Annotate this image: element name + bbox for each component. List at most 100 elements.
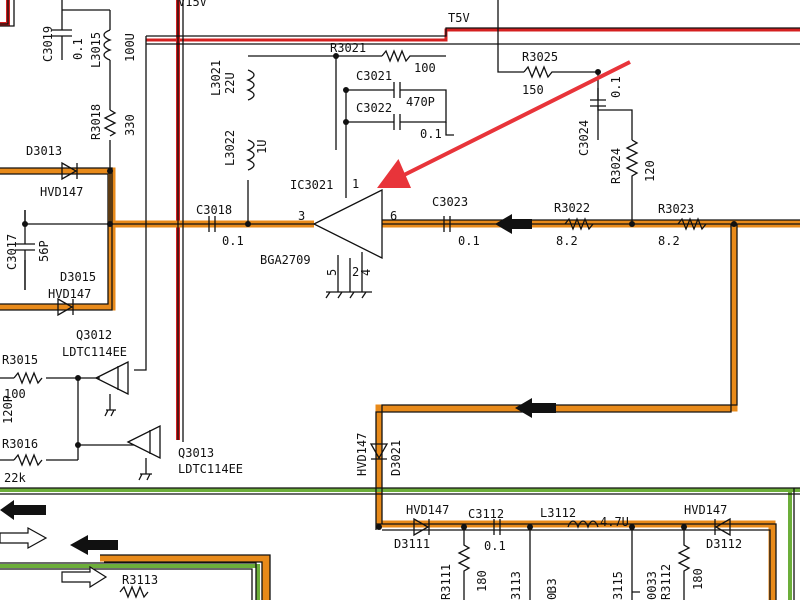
ic3021-pin-gnd2: 4 [359,269,373,276]
r3024-ref: R3024 [609,148,623,184]
signal-traces [0,167,800,600]
c3019-value: 0.1 [71,38,85,60]
labels: V15V T5V C3019 0.1 L3015 100U R3018 330 … [1,0,742,600]
c3024-value: 0.1 [609,76,623,98]
l3021-ref: L3021 [209,60,223,96]
c3113-ref: 3113 [509,571,523,600]
c3019-ref: C3019 [41,26,55,62]
r3018-value: 330 [123,114,137,136]
c3021-symbol [393,82,418,98]
l3112-value: 4.7U [600,515,629,529]
r3022-value: 8.2 [556,234,578,248]
callout-arrow [377,60,631,188]
ground-traces [0,488,800,600]
r3025-ref: R3025 [522,50,558,64]
c3021-ref: C3021 [356,69,392,83]
c3024-ref: C3024 [577,120,591,156]
ic3021-pin-out: 6 [390,209,397,223]
d3112-value: HVD147 [684,503,727,517]
d3111-ref: D3111 [394,537,430,551]
l3021-value: 22U [223,72,237,94]
left-top-power-trace [0,0,10,26]
r3024-value: 120 [643,160,657,182]
c3112-symbol [493,519,501,535]
r3113-symbol [119,585,149,599]
c3112-ref: C3112 [468,507,504,521]
q3012-value: LDTC114EE [62,345,127,359]
c3018-symbol [208,216,216,232]
signal-arrow-output [495,214,532,234]
d3112-ref: D3112 [706,537,742,551]
ic3021-pin-vcc2: 2 [352,265,359,279]
d3013-symbol [61,161,78,181]
r3021-ref: R3021 [330,41,366,55]
component-symbols [13,10,731,600]
c3018-ref: C3018 [196,203,232,217]
c3113-value: 033 [545,578,559,600]
feedback-trace [375,224,738,527]
ic3021-pin-in: 3 [298,209,305,223]
bottom-bus-trace [379,520,776,600]
d3111-value: HVD147 [406,503,449,517]
c3018-value: 0.1 [222,234,244,248]
d3013-ref: D3013 [26,144,62,158]
r3016-symbol [13,453,43,467]
bus-arrow-right-outline-1 [0,526,48,550]
l3022-symbol [246,139,255,171]
r3018-symbol [103,109,117,137]
r3113-ref: R3113 [122,573,158,587]
ic3021-symbol [312,188,383,260]
c3112-value: 0.1 [484,539,506,553]
l3015-symbol [103,29,112,61]
bus-arrow-right-outline-2 [61,565,108,589]
l3015-ref: L3015 [89,32,103,68]
c3022-ref: C3022 [356,101,392,115]
r3015-ref: R3015 [2,353,38,367]
l3112-ref: L3112 [540,506,576,520]
c3017-ref: C3017 [5,234,19,270]
d3015-symbol [57,297,74,317]
rail-t5v-label: T5V [448,11,470,25]
l3112-symbol [567,520,599,529]
l3022-value: 1U [255,140,269,154]
ground-symbols [104,122,640,593]
c3022-symbol [393,114,418,130]
d3015-ref: D3015 [60,270,96,284]
q3013-ref: Q3013 [178,446,214,460]
flow-arrows [0,60,631,589]
r3025-value: 150 [522,83,544,97]
r3022-ref: R3022 [554,201,590,215]
c3017-symbol [15,210,35,290]
d3015-value: HVD147 [48,287,91,301]
r3112-value: 180 [691,568,705,590]
d3111-symbol [413,517,430,537]
c3019-symbol [52,10,72,60]
lower-ground-trace [0,564,260,600]
r3111-ref: R3111 [439,564,453,600]
r3016-ref: R3016 [2,437,38,451]
q3013-value: LDTC114EE [178,462,243,476]
l3022-ref: L3022 [223,130,237,166]
c3023-symbol [443,216,451,232]
t5v-rail-trace [146,28,800,42]
r3023-value: 8.2 [658,234,680,248]
q3013-symbol [126,424,161,474]
r3021-symbol [381,49,446,63]
c3021-value: 470P [406,95,435,109]
c3017-value: 56P [37,240,51,262]
bus-arrow-left-1 [0,500,46,520]
ic3021-pins [337,175,363,292]
lower-left-trace [100,554,270,600]
r3016-cap-value: 120P [1,395,15,424]
r3015-symbol [13,371,43,385]
q3012-symbol [94,360,129,410]
d3021-symbol [369,443,389,460]
junction-dots [22,53,737,530]
signal-arrow-feedback [515,398,556,418]
r3024-symbol [625,139,639,185]
ic3021-value: BGA2709 [260,253,311,267]
r3018-ref: R3018 [89,104,103,140]
ic3021-ref: IC3021 [290,178,333,192]
